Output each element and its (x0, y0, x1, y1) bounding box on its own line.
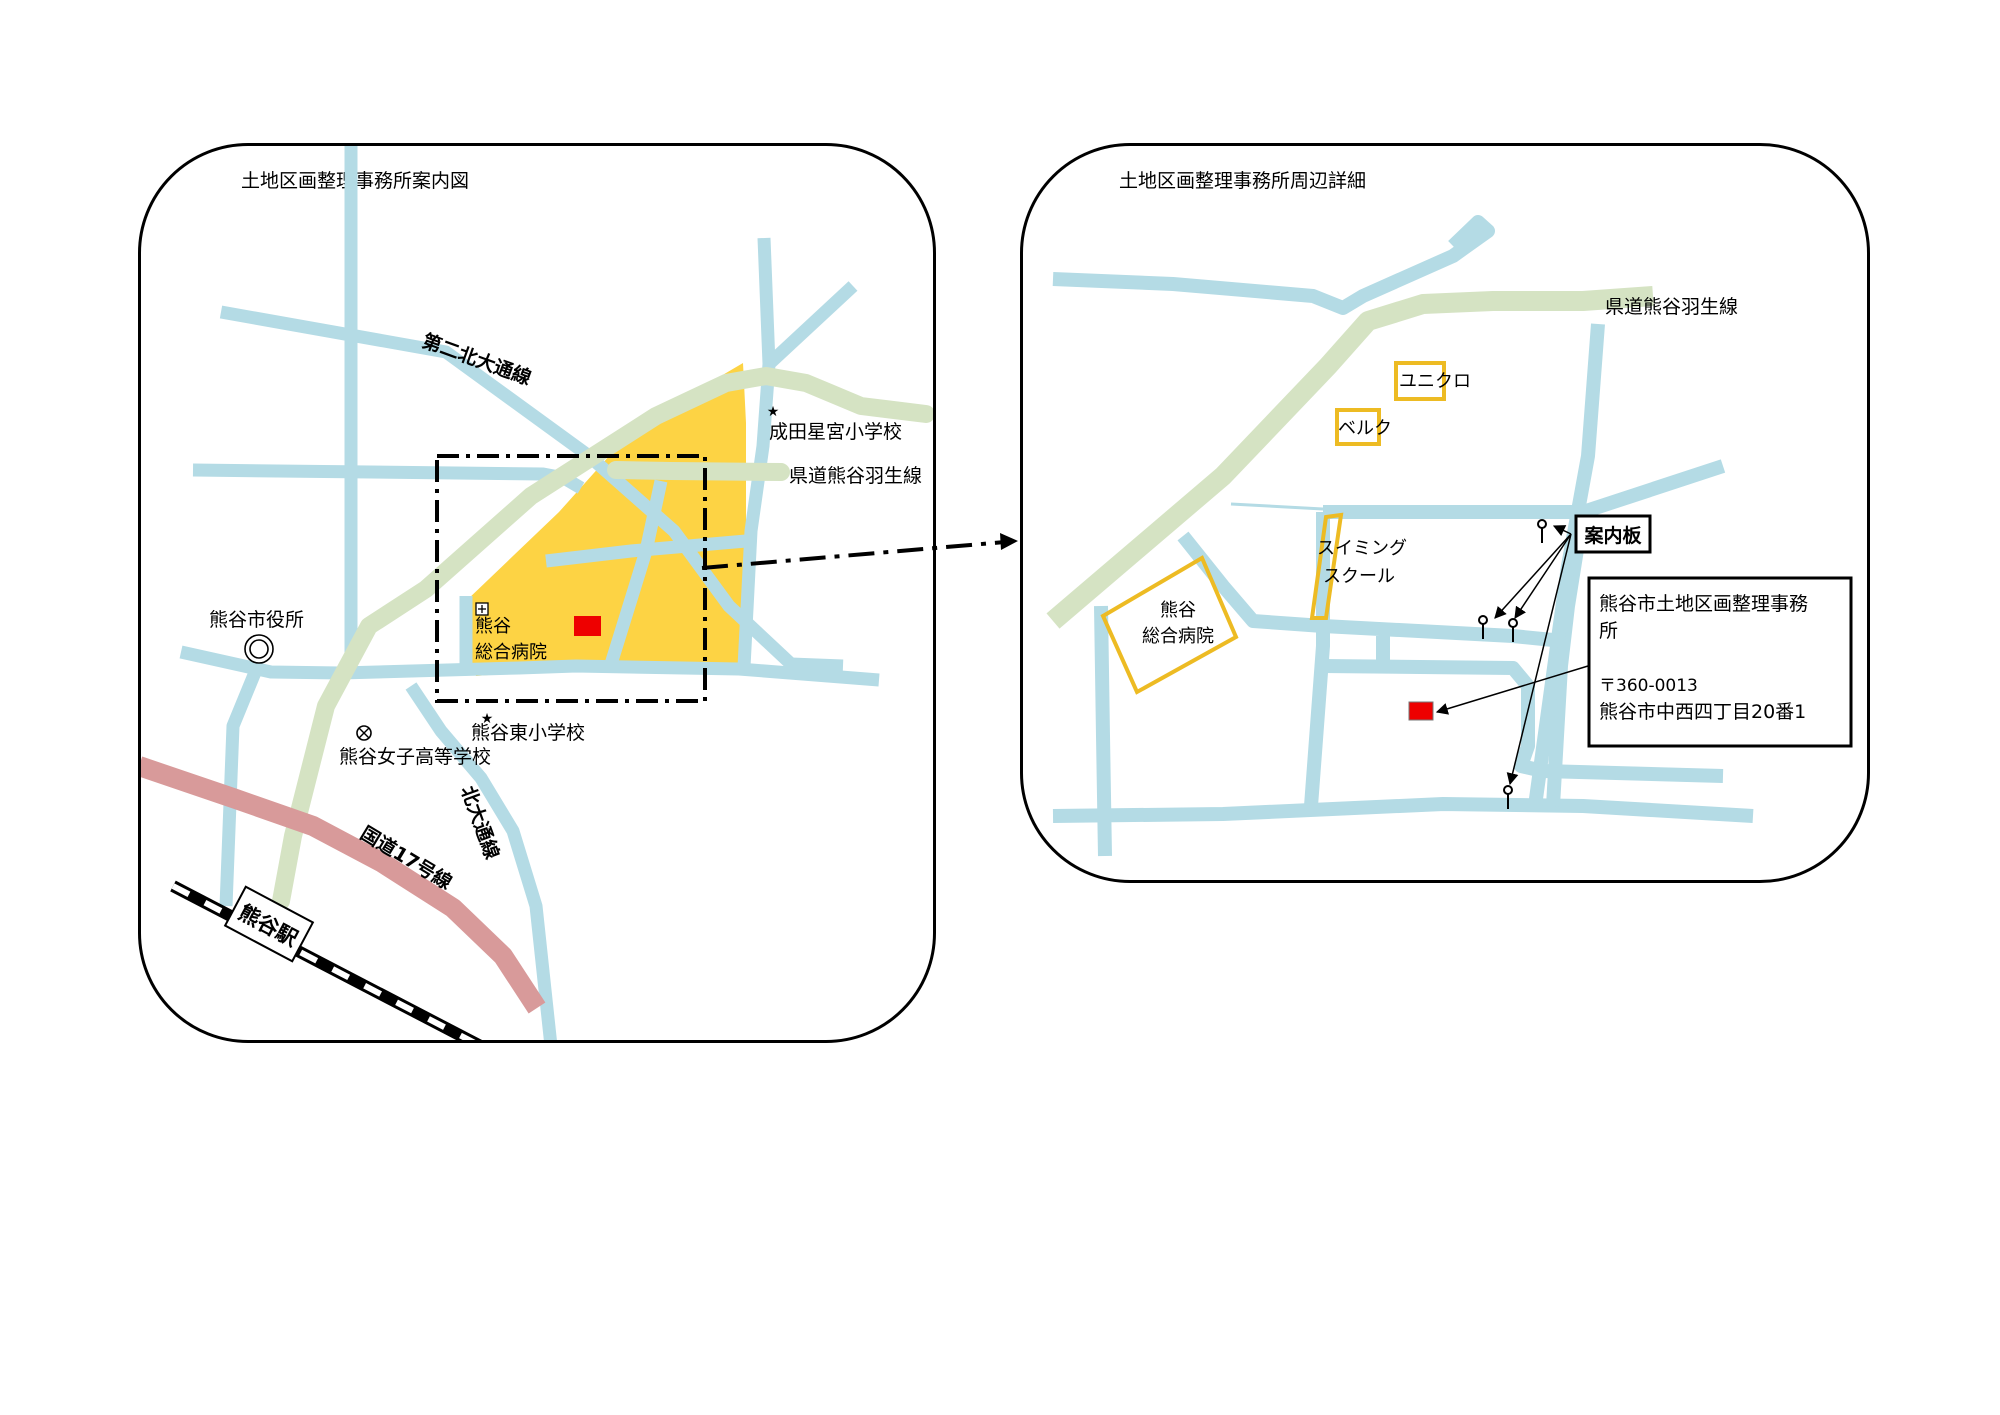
road-kendo-east (607, 461, 790, 481)
detail-buildings (1100, 361, 1446, 695)
detail-road-south (1052, 797, 1754, 823)
detail-map-title: 土地区画整理事務所周辺詳細 (1119, 170, 1367, 192)
signboard-pin-3 (1508, 618, 1518, 642)
detail-label-swim-1: スイミング (1317, 538, 1407, 559)
detail-road-middle (1177, 531, 1564, 648)
road-south-main (179, 645, 880, 687)
road-inner-diagonal (604, 479, 668, 666)
signboard-pin-2 (1478, 615, 1488, 639)
swimming-school-building (1309, 512, 1344, 620)
label-hospital-2: 総合病院 (475, 642, 547, 663)
road-north-east (737, 237, 776, 668)
uniqlo-building (1394, 361, 1446, 401)
connector-arrowhead (1000, 533, 1018, 550)
detail-road-kendo-green (1046, 286, 1654, 629)
signboard-pin-1 (1537, 519, 1547, 543)
hospital-icon (475, 602, 489, 616)
signboard-pin-4 (1503, 785, 1513, 809)
detail-label-kendo: 県道熊谷羽生線 (1605, 296, 1738, 318)
detail-road-center (1304, 512, 1330, 807)
belc-building (1335, 408, 1381, 446)
detail-label-uniqlo: ユニクロ (1399, 371, 1471, 392)
city-hall-icon (244, 634, 274, 664)
road-north-branch (764, 281, 858, 369)
detail-area-frame (435, 454, 707, 703)
label-hospital-1: 熊谷 (475, 616, 511, 637)
signboard-pins (1478, 519, 1547, 809)
label-girls-high: 熊谷女子高等学校 (339, 746, 491, 768)
signboard-legend-label: 案内板 (1583, 524, 1642, 547)
school-icon-higashi: ★ (481, 711, 494, 727)
detail-label-belc: ベルク (1338, 418, 1392, 439)
hospital-building (1100, 555, 1239, 695)
detail-office-marker (1408, 701, 1434, 721)
label-school-higashi: 熊谷東小学校 (471, 722, 585, 744)
road-dai2-kitaodori-east (219, 305, 844, 673)
detail-road-north (1052, 215, 1495, 315)
office-marker (574, 616, 601, 636)
detail-map: 案内板 熊谷市土地区画整理事務 所 〒360-0013 熊谷市中西四丁目20番1… (1046, 215, 1853, 857)
detail-label-hospital-2: 総合病院 (1142, 626, 1214, 647)
detail-map-panel: 土地区画整理事務所周辺詳細 (1020, 143, 1870, 883)
railway (170, 880, 483, 1040)
station-box: 熊谷駅 (223, 885, 315, 963)
district-area (466, 363, 746, 676)
office-address: 熊谷市中西四丁目20番1 (1599, 701, 1806, 723)
detail-road-northeast (1580, 459, 1726, 519)
route-17 (141, 756, 546, 1014)
detail-label-hospital-1: 熊谷 (1160, 600, 1196, 621)
high-school-icon (356, 725, 372, 741)
school-icon-narita: ★ (767, 404, 780, 420)
detail-label-swim-2: スクール (1323, 566, 1395, 587)
road-kendo-green (272, 367, 933, 910)
detail-local-roads (1052, 215, 1754, 857)
office-postal: 〒360-0013 (1599, 676, 1698, 696)
signboard-legend-box (1574, 514, 1652, 554)
detail-road-lower (1322, 659, 1724, 783)
road-west-east-mid (192, 463, 585, 494)
label-city-hall: 熊谷市役所 (209, 609, 304, 631)
overview-map: 熊谷駅 ★ ★ 第二北大通線 成田星宮小学校 県道熊谷羽生線 熊谷市役 (141, 146, 933, 1040)
office-name-line1: 熊谷市土地区画整理事務 (1599, 593, 1808, 615)
pointer-arrows (1435, 525, 1589, 786)
detail-road-west (1094, 605, 1112, 857)
detail-road-east-outer (1528, 323, 1605, 807)
label-school-narita: 成田星宮小学校 (769, 421, 902, 443)
office-info-box (1587, 576, 1853, 748)
office-name-line2: 所 (1599, 620, 1618, 642)
road-kitaodori (405, 682, 557, 1040)
detail-road-thin (1230, 502, 1324, 511)
road-southwest (219, 667, 263, 907)
overview-map-panel: 土地区画整理事務所案内図 (138, 143, 936, 1043)
label-kendo: 県道熊谷羽生線 (789, 465, 922, 487)
